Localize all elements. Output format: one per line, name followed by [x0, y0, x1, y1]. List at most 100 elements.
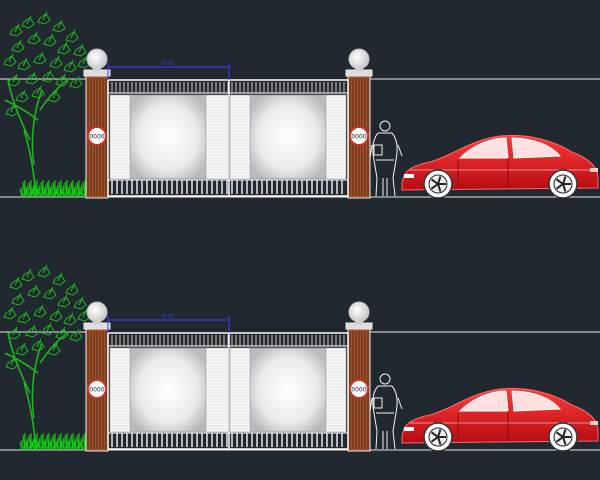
tree-leaf — [57, 294, 71, 308]
gate-frame — [107, 332, 349, 450]
gate-frame — [107, 79, 349, 197]
tree-leaf — [5, 103, 19, 117]
tree-leaf — [3, 306, 17, 320]
wheel-spoke — [562, 429, 567, 438]
car-wheel-front — [423, 169, 453, 199]
tree-leaf — [77, 308, 91, 322]
tree-leaf — [27, 31, 41, 45]
tree-leaf — [5, 356, 19, 370]
gate-panel-left — [129, 94, 207, 180]
wheel-spoke — [562, 176, 567, 185]
person-bag — [373, 144, 383, 156]
tree-leaf — [47, 342, 61, 356]
person-body — [369, 132, 403, 197]
tree-leaf — [3, 53, 17, 67]
tree-leaf — [52, 19, 66, 33]
tree-leaf — [69, 328, 83, 342]
tree-leaf — [15, 89, 29, 103]
wheel-spoke — [562, 183, 567, 192]
shrub-icon — [19, 433, 89, 451]
tree-leaf — [21, 268, 35, 282]
tree-leaf — [49, 55, 63, 69]
car-icon — [401, 387, 599, 452]
lamp-base — [93, 68, 101, 71]
car-window-rear — [511, 137, 562, 159]
person-icon — [369, 120, 403, 197]
tree-trunk — [4, 77, 71, 198]
lamp-base — [93, 321, 101, 324]
tree-leaf — [31, 338, 45, 352]
lamp-icon — [86, 48, 108, 70]
tree-leaf — [49, 308, 63, 322]
tree-leaf — [77, 55, 91, 69]
tree-leaf — [31, 85, 45, 99]
pillar-badge — [349, 379, 369, 399]
tree-leaf — [63, 312, 77, 326]
tree-leaf — [37, 264, 51, 278]
pillar-badge-text: 0000 — [89, 387, 104, 394]
car-window-front — [458, 137, 509, 159]
pillar-badge — [87, 126, 107, 146]
pillar-badge — [87, 379, 107, 399]
tree-leaf — [41, 322, 55, 336]
dimension: 5.00 — [107, 61, 230, 80]
tree-leaf — [43, 33, 57, 47]
tree-leaf — [43, 286, 57, 300]
lamp-icon — [86, 301, 108, 323]
tree-leaf — [17, 57, 31, 71]
tree-icon — [3, 264, 91, 451]
car-wheel-rear — [548, 422, 578, 452]
wheel-spoke — [430, 436, 439, 443]
tree-leaf — [9, 276, 23, 290]
wheel-spoke — [430, 183, 439, 190]
wheel-spoke — [555, 178, 564, 185]
lamp-base — [355, 68, 363, 71]
wheel-spoke — [562, 436, 567, 445]
tree-leaf — [41, 69, 55, 83]
pillar-badge-text: 0000 — [351, 387, 366, 394]
tree-leaf — [69, 75, 83, 89]
person-icon — [369, 373, 403, 450]
dimension: 5.00 — [107, 314, 230, 333]
wheel-spoke — [430, 178, 439, 185]
tree-leaf — [57, 41, 71, 55]
car-wheel-front — [423, 422, 453, 452]
tree-leaf — [37, 11, 51, 25]
car-headlight — [404, 174, 414, 178]
tree-leaf — [11, 39, 25, 53]
tree-leaf — [52, 272, 66, 286]
dimension-text: 5.00 — [162, 61, 173, 67]
tree-leaf — [73, 296, 87, 310]
gate-panel-right — [249, 347, 327, 433]
shrub-icon — [19, 180, 89, 198]
car-wheel-rear — [548, 169, 578, 199]
tree-trunk — [4, 330, 71, 451]
car-window-front — [458, 390, 509, 412]
elevation-2: 0000 0000 5.00 — [0, 264, 600, 452]
pillar-right: 0000 — [345, 301, 373, 452]
tree-leaf — [17, 310, 31, 324]
lamp-base — [355, 321, 363, 324]
tree-leaf — [7, 73, 21, 87]
wheel-spoke — [437, 436, 442, 445]
lamp-icon — [348, 301, 370, 323]
tree-leaf — [27, 284, 41, 298]
wheel-spoke — [437, 429, 442, 438]
tree-leaf — [33, 51, 47, 65]
wheel-spoke — [555, 436, 564, 443]
wheel-spoke — [430, 431, 439, 438]
pillar-badge-text: 0000 — [89, 134, 104, 141]
car-window-rear — [511, 390, 562, 412]
car-headlight — [404, 427, 414, 431]
car-taillight — [590, 421, 598, 425]
tree-leaf — [15, 342, 29, 356]
tree-leaf — [9, 23, 23, 37]
wheel-spoke — [437, 183, 442, 192]
person-bag — [373, 397, 383, 409]
tree-leaf — [65, 282, 79, 296]
tree-leaf — [55, 73, 69, 87]
gate-panel-right — [249, 94, 327, 180]
tree-leaf — [55, 326, 69, 340]
